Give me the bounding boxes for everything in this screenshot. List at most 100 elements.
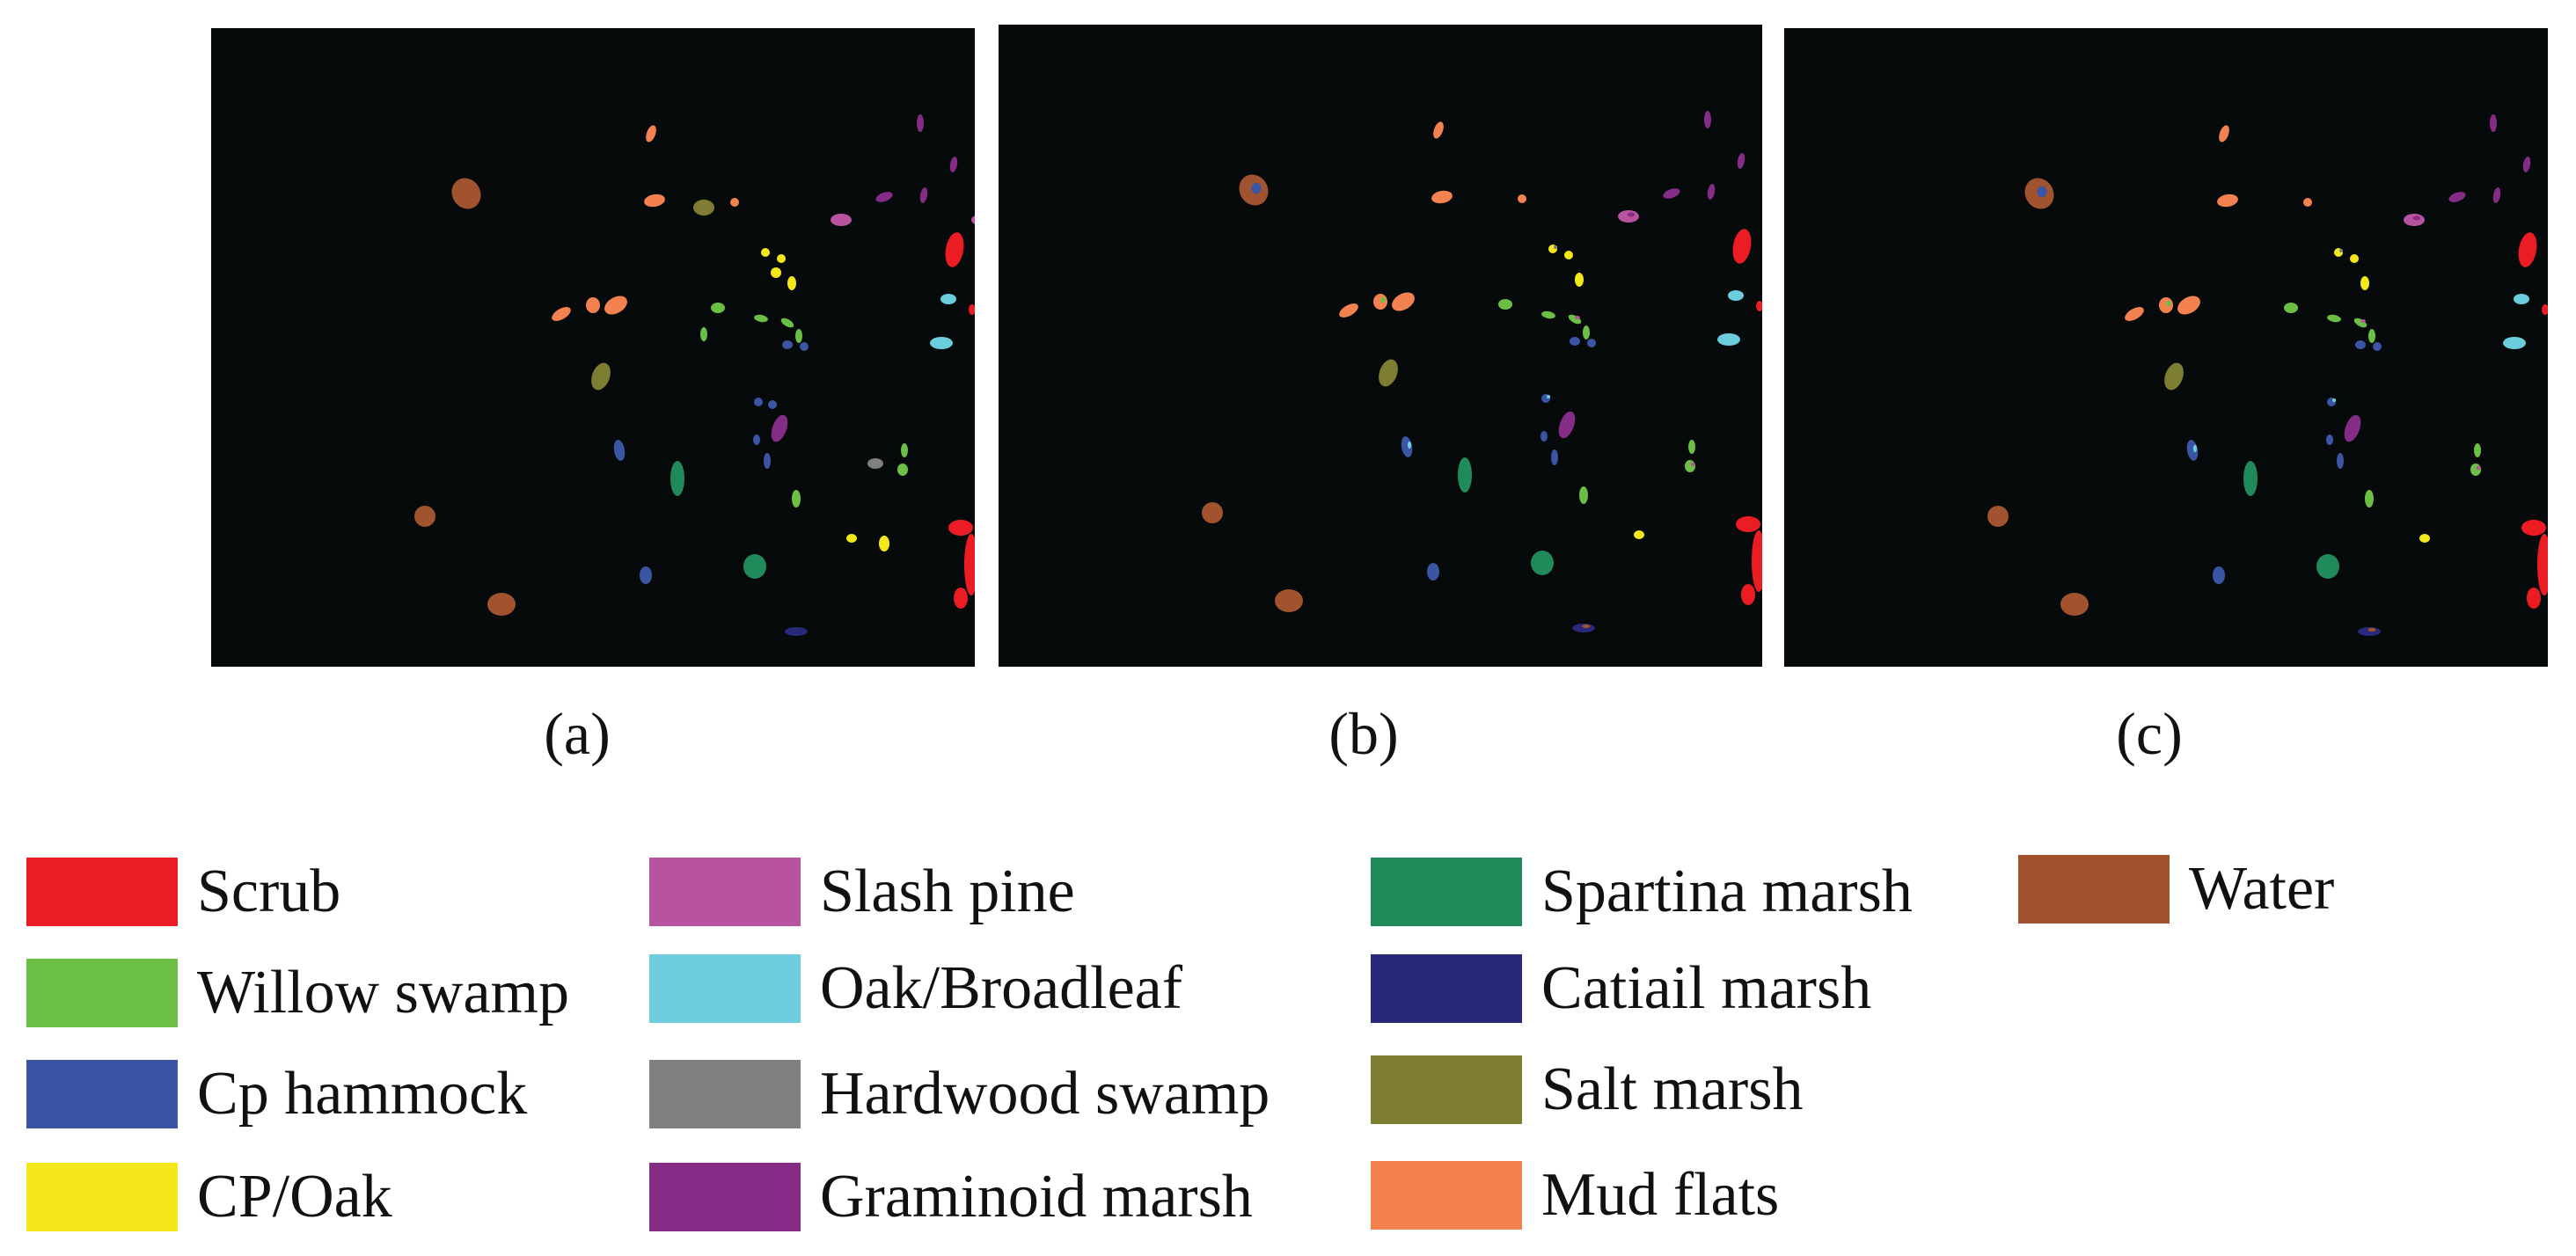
class-region <box>2337 453 2344 469</box>
misclassified-region <box>1627 212 1636 217</box>
class-region <box>879 536 889 551</box>
class-region <box>644 194 665 208</box>
class-region <box>1707 184 1716 200</box>
misclassified-region <box>2412 215 2421 221</box>
legend-swatch <box>1371 1161 1522 1230</box>
class-region <box>2186 440 2199 461</box>
class-region <box>785 627 808 636</box>
class-region <box>1498 299 1512 310</box>
legend-swatch <box>26 1163 178 1231</box>
class-region <box>2522 157 2531 172</box>
class-region <box>730 198 739 207</box>
class-region <box>1575 273 1584 287</box>
legend-label: Willow swamp <box>197 959 569 1026</box>
class-region <box>613 440 626 461</box>
legend-swatch <box>2018 855 2170 924</box>
class-region <box>764 453 771 469</box>
class-region <box>897 464 908 476</box>
class-region <box>2327 314 2341 323</box>
class-region <box>1732 229 1752 264</box>
legend-swatch <box>26 858 178 926</box>
class-region <box>2243 461 2258 496</box>
class-region <box>1564 251 1573 259</box>
misclassified-region <box>2476 465 2481 471</box>
class-region <box>846 534 857 543</box>
legend-label: Oak/Broadleaf <box>820 954 1183 1022</box>
class-region <box>700 327 707 341</box>
class-region <box>2373 342 2382 351</box>
class-region <box>2419 534 2430 543</box>
misclassified-region <box>1251 182 1262 194</box>
class-region <box>949 157 958 172</box>
class-region <box>640 566 652 584</box>
class-region <box>1431 190 1453 204</box>
class-region <box>1688 440 1695 454</box>
legend-label: CP/Oak <box>197 1163 392 1230</box>
class-region <box>771 267 781 278</box>
class-region-map <box>414 114 975 636</box>
class-region <box>753 434 760 445</box>
class-region <box>2303 198 2312 207</box>
class-region <box>2518 232 2537 267</box>
legend-label: Hardwood swamp <box>820 1060 1270 1128</box>
class-region <box>743 554 766 579</box>
legend-swatch <box>649 1163 801 1231</box>
class-region <box>1583 325 1590 340</box>
class-region <box>693 200 714 215</box>
class-region <box>971 215 975 224</box>
class-region <box>2503 337 2526 349</box>
class-region <box>2514 294 2529 304</box>
misclassified-region <box>1690 462 1695 467</box>
misclassified-region <box>2367 628 2376 632</box>
class-region <box>2060 593 2089 616</box>
class-region <box>2404 214 2425 226</box>
legend-label: Slash pine <box>820 858 1075 925</box>
class-region <box>919 187 928 203</box>
class-region <box>2159 297 2173 313</box>
class-region <box>800 342 809 351</box>
class-region <box>1379 359 1398 387</box>
misclassified-region <box>1380 296 1386 303</box>
class-region <box>787 276 796 290</box>
misclassified-region <box>1547 395 1550 398</box>
class-region <box>2365 490 2374 508</box>
legend-label: Scrub <box>197 858 341 925</box>
misclassified-region <box>1407 441 1412 449</box>
class-region <box>487 593 516 616</box>
class-region <box>964 534 975 595</box>
class-region <box>754 314 768 323</box>
class-region <box>2360 276 2369 290</box>
class-region <box>1373 294 1387 310</box>
legend-label: Spartina marsh <box>1541 858 1913 925</box>
class-region <box>1741 584 1755 605</box>
class-region <box>414 506 435 527</box>
class-region <box>2353 318 2367 328</box>
class-region <box>771 414 788 442</box>
class-region <box>2537 534 2548 595</box>
class-region <box>782 340 793 349</box>
classification-map-c <box>1784 28 2548 667</box>
caption-b: (b) <box>1328 700 1399 767</box>
class-region <box>901 443 908 457</box>
class-region <box>2326 434 2333 445</box>
class-region <box>867 458 883 469</box>
class-region <box>768 400 777 409</box>
legend-swatch <box>649 954 801 1023</box>
class-region <box>2350 254 2359 263</box>
legend-label: Mud flats <box>1541 1161 1780 1229</box>
class-region <box>1736 516 1760 532</box>
class-region <box>930 337 953 349</box>
class-region <box>1531 551 1554 575</box>
legend-swatch <box>1371 858 1522 926</box>
class-region <box>711 303 725 313</box>
class-region <box>1518 194 1526 203</box>
class-region <box>2125 307 2144 321</box>
misclassified-region <box>2192 444 2198 453</box>
legend-swatch <box>1371 1055 1522 1124</box>
class-region <box>1392 292 1415 311</box>
class-region <box>969 304 975 315</box>
misclassified-region <box>1582 624 1591 628</box>
class-region <box>1663 188 1680 199</box>
class-region <box>792 490 801 508</box>
misclassified-region <box>2360 319 2366 323</box>
